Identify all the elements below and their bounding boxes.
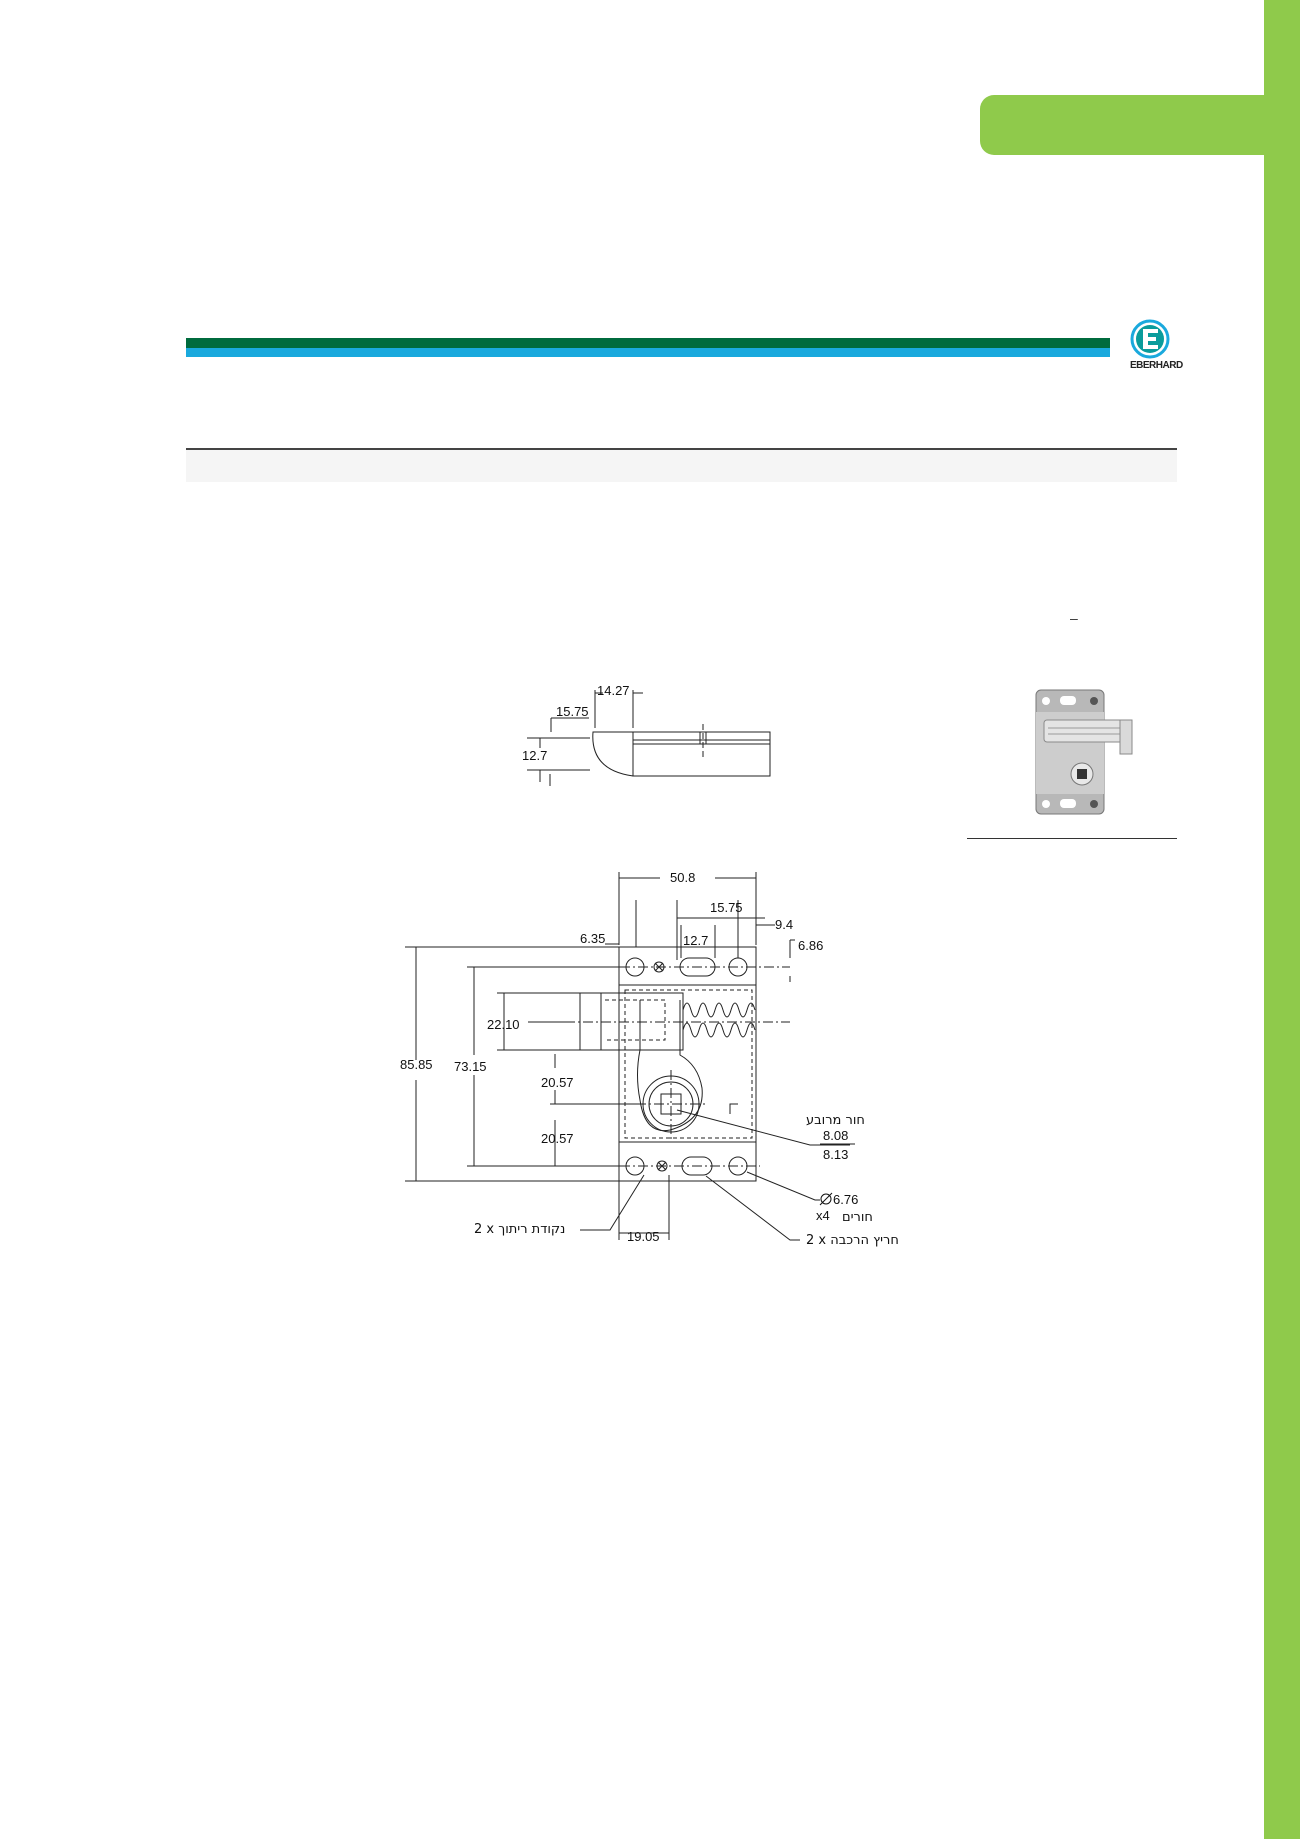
square-max: 8.13 bbox=[823, 1147, 848, 1162]
side-view-bolt bbox=[592, 731, 634, 777]
side-view-body bbox=[632, 731, 771, 777]
logo-mark bbox=[1130, 319, 1170, 359]
diameter-symbol bbox=[819, 1192, 833, 1206]
section-tab bbox=[980, 95, 1280, 155]
weld-leader bbox=[580, 1174, 645, 1231]
square-min: 8.08 bbox=[823, 1128, 848, 1143]
header-rule bbox=[186, 448, 1177, 450]
lever bbox=[637, 1000, 703, 1132]
dim-hole-offset: 6.86 bbox=[798, 938, 823, 953]
dim-lower-center: 20.57 bbox=[541, 1131, 574, 1146]
dim-bottom-offset: 19.05 bbox=[627, 1229, 660, 1244]
header-stripe-green bbox=[186, 338, 1110, 348]
front-view-bolt bbox=[579, 992, 684, 1051]
header-stripe-cyan bbox=[186, 348, 1110, 357]
dim-hole-spacing: 73.15 bbox=[454, 1059, 487, 1074]
hole-count: x4 bbox=[816, 1208, 830, 1223]
dim-left-offset: 6.35 bbox=[580, 931, 605, 946]
dim-bolt-height: 22.10 bbox=[487, 1017, 520, 1032]
side-accent-bar bbox=[1264, 0, 1300, 1839]
slot-leader bbox=[705, 1175, 800, 1241]
spring bbox=[682, 1002, 756, 1018]
front-view-plate bbox=[618, 946, 757, 1182]
hole-diameter: 6.76 bbox=[833, 1192, 858, 1207]
logo-text: EBERHARD bbox=[1130, 360, 1183, 371]
dim-edge-offset: 9.4 bbox=[775, 917, 793, 932]
label-mount-slots: 2 x חריץ הרכבה bbox=[806, 1233, 899, 1248]
dim-width: 50.8 bbox=[670, 870, 695, 885]
dim-upper-center: 20.57 bbox=[541, 1075, 574, 1090]
label-weld-points: 2 x נקודת ריתוך bbox=[474, 1222, 565, 1237]
eberhard-logo: EBERHARD bbox=[1130, 318, 1183, 376]
dash-mark: – bbox=[1070, 610, 1078, 626]
square-hole-leader bbox=[676, 1109, 850, 1146]
label-square-hole: חור מרובע bbox=[806, 1113, 865, 1128]
dim-overall-height: 85.85 bbox=[400, 1057, 433, 1072]
dim-15-75-side: 15.75 bbox=[556, 704, 589, 719]
product-photo bbox=[1035, 689, 1133, 815]
dim-slot-span: 15.75 bbox=[710, 900, 743, 915]
photo-rule bbox=[967, 838, 1177, 839]
hole-leader bbox=[746, 1171, 820, 1201]
dim-12-7-side: 12.7 bbox=[522, 748, 547, 763]
table-header-band bbox=[186, 450, 1177, 482]
label-holes: חורים bbox=[842, 1210, 873, 1225]
dim-14-27: 14.27 bbox=[597, 683, 630, 698]
dim-slot-width: 12.7 bbox=[683, 933, 708, 948]
